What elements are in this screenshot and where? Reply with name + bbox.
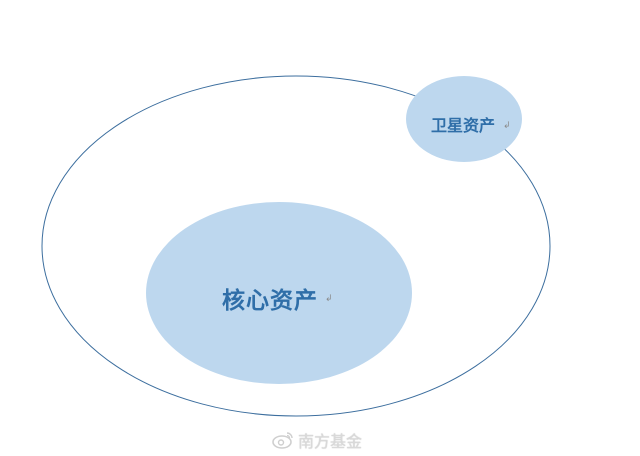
paragraph-mark: ↲ (503, 121, 511, 131)
satellite-asset-label: 卫星资产 (431, 116, 496, 135)
outer-ellipse (41, 75, 551, 417)
paragraph-mark: ↲ (325, 294, 333, 304)
satellite-asset-ellipse (406, 76, 522, 162)
watermark: 南方基金 (272, 428, 362, 452)
core-asset-ellipse (146, 202, 412, 384)
core-asset-label: 核心资产 (222, 287, 318, 314)
watermark-text: 南方基金 (298, 432, 363, 451)
weibo-icon (272, 431, 294, 449)
